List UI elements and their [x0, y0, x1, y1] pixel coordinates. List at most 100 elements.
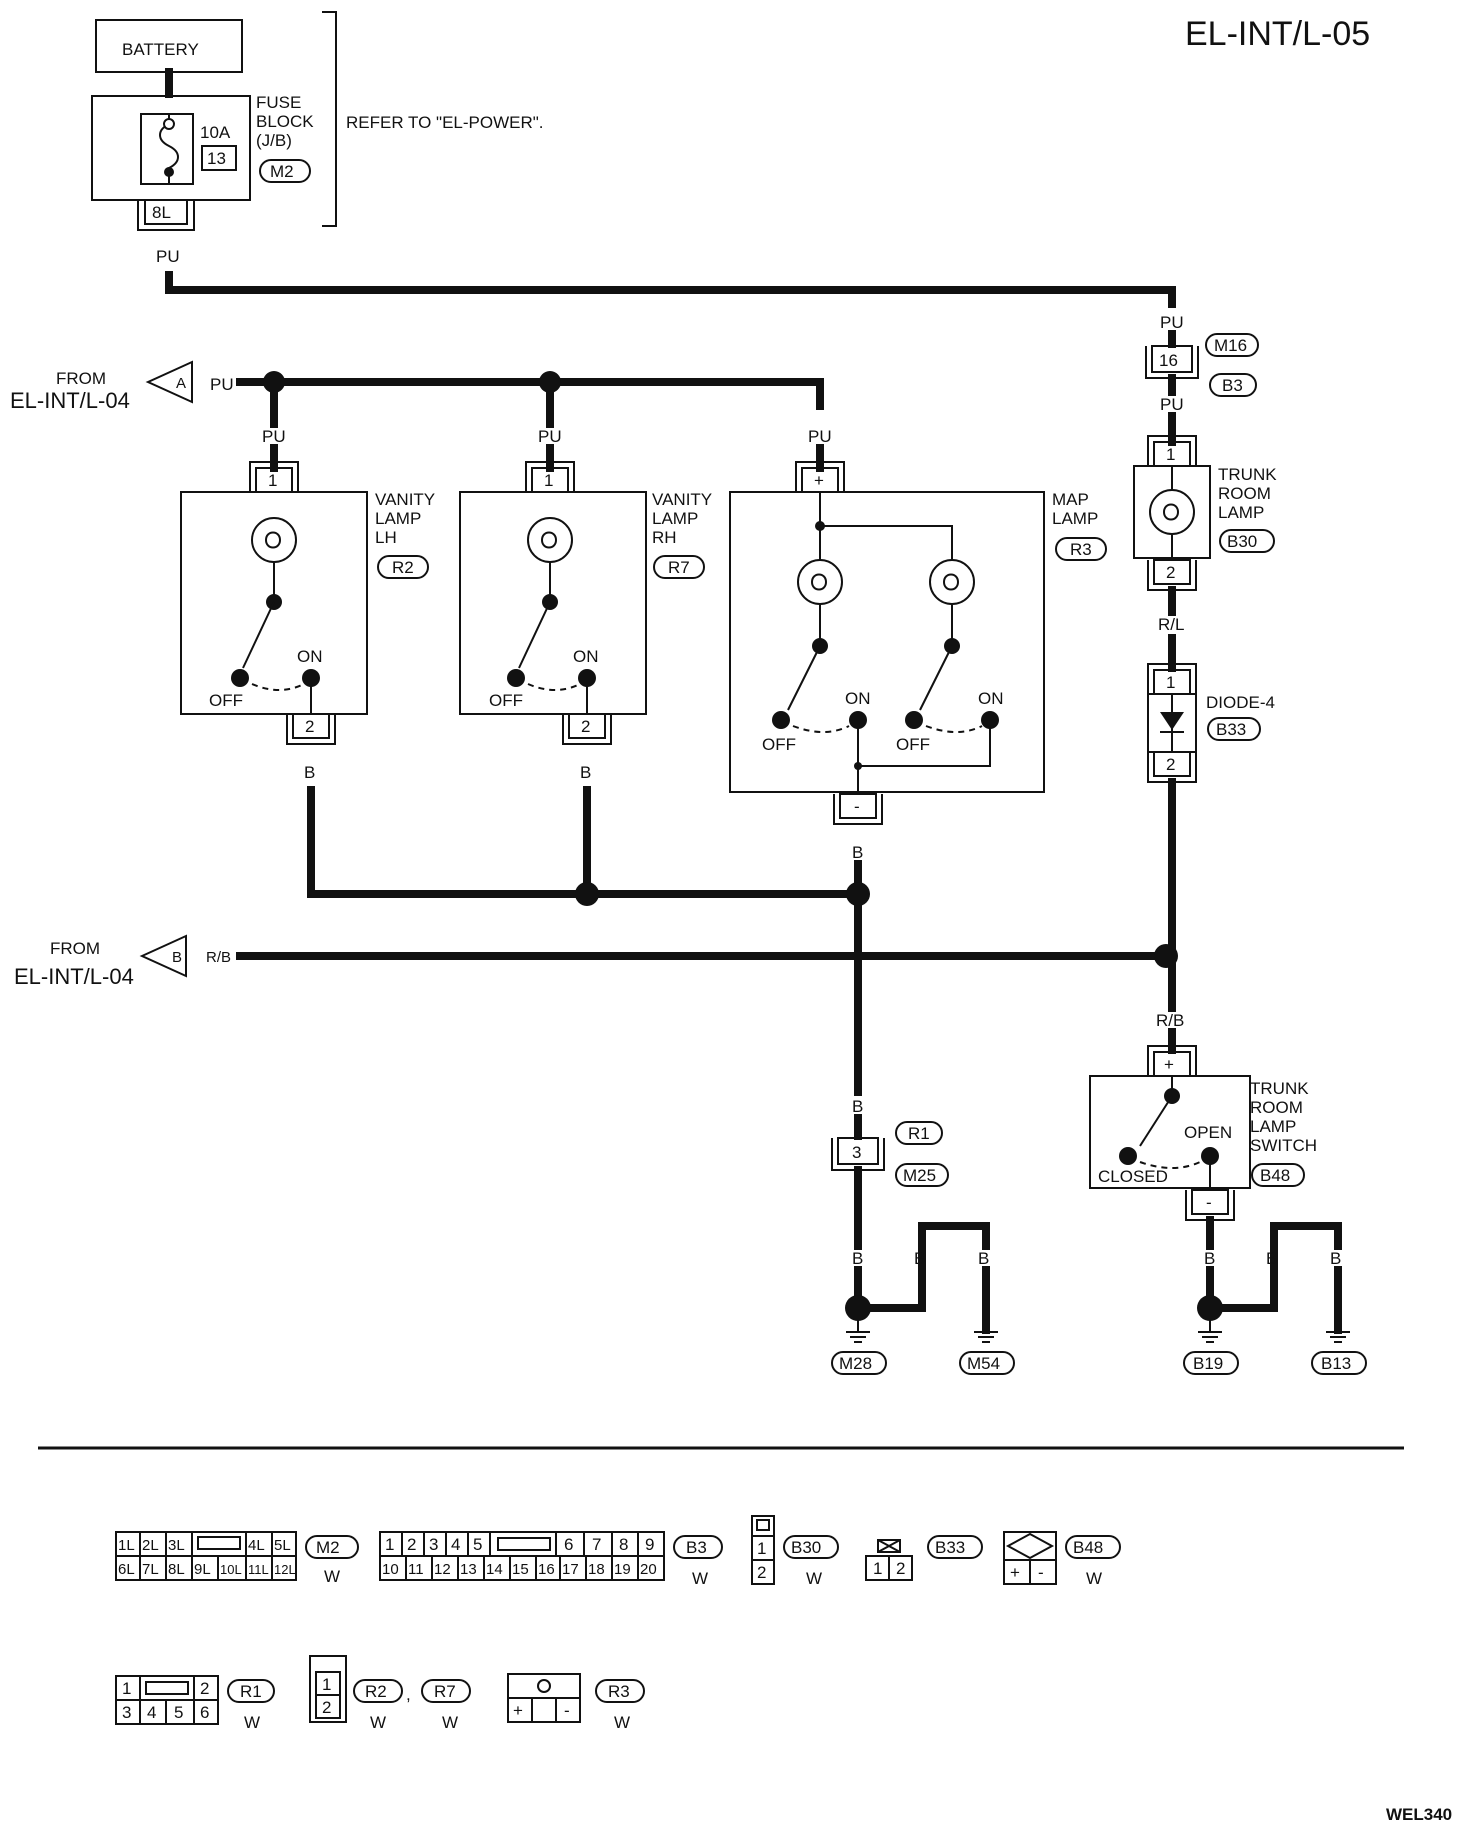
m2-pin-1l: 1L	[118, 1537, 135, 1554]
b30-color: W	[806, 1569, 822, 1588]
r3-id: R3	[608, 1682, 630, 1701]
joint-m16: 16 M16 B3	[1145, 333, 1259, 397]
r1-id: R1	[240, 1682, 262, 1701]
b30-pin-2: 2	[757, 1563, 766, 1582]
m2-pin-11l: 11L	[248, 1562, 269, 1577]
b30-pin-1: 1	[757, 1539, 766, 1558]
fuse-number: 13	[207, 149, 226, 168]
m2-id: M2	[316, 1538, 340, 1557]
from-a-line2: EL-INT/L-04	[10, 388, 130, 413]
trunk-lamp-name-1: TRUNK	[1218, 465, 1277, 484]
m2-pin-2l: 2L	[142, 1537, 159, 1554]
fuse-conn-id: M2	[270, 162, 294, 181]
map-on-1: ON	[845, 689, 871, 708]
trunk-lamp-pin-in: 1	[1166, 445, 1175, 464]
m2-pin-7l: 7L	[142, 1561, 159, 1578]
from-a-line1: FROM	[56, 369, 106, 388]
ground-m54: M54	[959, 1331, 1015, 1375]
connector-m2: 1L 2L 3L 4L 5L 6L 7L 8L 9L 10L 11L 12L M…	[115, 1531, 359, 1586]
ground-b19-label: B19	[1193, 1354, 1223, 1373]
diode-name: DIODE-4	[1206, 693, 1275, 712]
m2-pin-4l: 4L	[248, 1537, 265, 1554]
wire-label-b-6: B	[914, 1249, 925, 1268]
m2-pin-3l: 3L	[168, 1537, 185, 1554]
b3-pin-11: 11	[408, 1561, 424, 1578]
fuse-block-label-2: BLOCK	[256, 112, 314, 131]
trunk-lamp-name-2: ROOM	[1218, 484, 1271, 503]
trunk-room-lamp: 1 TRUNK ROOM LAMP B30 2	[1133, 435, 1277, 591]
wire-label-pu-7: PU	[1160, 395, 1184, 414]
wire-label-b-10: B	[1330, 1249, 1341, 1268]
m2-pin-8l: 8L	[168, 1561, 185, 1578]
r1-color: W	[244, 1713, 260, 1732]
ground-b13-label: B13	[1321, 1354, 1351, 1373]
map-lamp: + ON OFF ON OFF MAP LAMP R3 -	[729, 461, 1107, 825]
joint-m16-pin: 16	[1159, 351, 1178, 370]
page-code: EL-INT/L-05	[1185, 15, 1370, 53]
b3-pin-13: 13	[460, 1561, 477, 1578]
vanity-lh-name-2: LAMP	[375, 509, 421, 528]
map-on-2: ON	[978, 689, 1004, 708]
wire-label-pu-4: PU	[538, 427, 562, 446]
switch-name-1: TRUNK	[1250, 1079, 1309, 1098]
b33-id: B33	[935, 1538, 965, 1557]
r7-id: R7	[434, 1682, 456, 1701]
map-off-2: OFF	[896, 735, 930, 754]
connector-b33: 1 2 B33	[865, 1535, 983, 1581]
joint-m16-conn-bot: B3	[1222, 376, 1243, 395]
joint-r1-pin: 3	[852, 1143, 861, 1162]
wire-label-pu-5: PU	[808, 427, 832, 446]
fuse-block: 10A 13 FUSE BLOCK (J/B) M2	[91, 93, 314, 201]
ground-b13: B13	[1311, 1331, 1367, 1375]
map-pin-out: -	[854, 797, 860, 816]
switch-open: OPEN	[1184, 1123, 1232, 1142]
ground-b19: B19	[1183, 1331, 1239, 1375]
connector-b3: 1 2 3 4 5 6 7 8 9 10 11 12 13 14 15 16 1…	[379, 1531, 723, 1588]
diode-pin-in: 1	[1166, 673, 1175, 692]
vanity-lh-name-3: LH	[375, 528, 397, 547]
r1-pin-6: 6	[200, 1703, 209, 1722]
figure-id: WEL340	[1386, 1805, 1452, 1824]
vanity-rh-pin-out: 2	[581, 717, 590, 736]
switch-closed: CLOSED	[1098, 1167, 1168, 1186]
b3-color: W	[692, 1569, 708, 1588]
b3-pin-6: 6	[564, 1535, 573, 1554]
vanity-lh-pin-in: 1	[268, 471, 277, 490]
vanity-lh-name-1: VANITY	[375, 490, 435, 509]
wire-label-pu-6: PU	[1160, 313, 1184, 332]
connector-r7: R7 W	[421, 1679, 471, 1732]
wire-label-b-4: B	[852, 1097, 863, 1116]
b33-pin-2: 2	[896, 1559, 905, 1578]
b3-pin-5: 5	[473, 1535, 482, 1554]
b3-pin-14: 14	[486, 1561, 503, 1578]
r2-r7-separator: ,	[406, 1685, 411, 1704]
map-name-1: MAP	[1052, 490, 1089, 509]
b48-color: W	[1086, 1569, 1102, 1588]
from-b-line2: EL-INT/L-04	[14, 964, 134, 989]
r2-id: R2	[365, 1682, 387, 1701]
connector-r1: 1 2 3 4 5 6 R1 W	[115, 1675, 275, 1732]
b3-pin-9: 9	[645, 1535, 654, 1554]
r3-pin-plus: +	[513, 1701, 523, 1720]
vanity-lh-on: ON	[297, 647, 323, 666]
wire-label-rb-2: R/B	[1156, 1011, 1184, 1030]
r3-color: W	[614, 1713, 630, 1732]
battery-block: BATTERY	[95, 19, 243, 73]
r1-pin-2: 2	[200, 1679, 209, 1698]
wire-label-b-2: B	[580, 763, 591, 782]
b3-pin-8: 8	[619, 1535, 628, 1554]
wire-label-b-9: B	[1266, 1249, 1277, 1268]
b3-pin-7: 7	[592, 1535, 601, 1554]
b33-pin-1: 1	[873, 1559, 882, 1578]
r1-pin-3: 3	[122, 1703, 131, 1722]
b3-pin-4: 4	[451, 1535, 460, 1554]
wire-label-b-5: B	[852, 1249, 863, 1268]
r3-pin-minus: -	[564, 1701, 570, 1720]
ground-m54-label: M54	[967, 1354, 1000, 1373]
r1-pin-1: 1	[122, 1679, 131, 1698]
trunk-room-lamp-switch: + OPEN CLOSED TRUNK ROOM LAMP SWITCH B48…	[1089, 1045, 1317, 1221]
map-pin-in: +	[814, 471, 824, 490]
ground-m28-label: M28	[839, 1354, 872, 1373]
b3-pin-18: 18	[588, 1561, 605, 1578]
wire-label-pu-1: PU	[156, 247, 180, 266]
